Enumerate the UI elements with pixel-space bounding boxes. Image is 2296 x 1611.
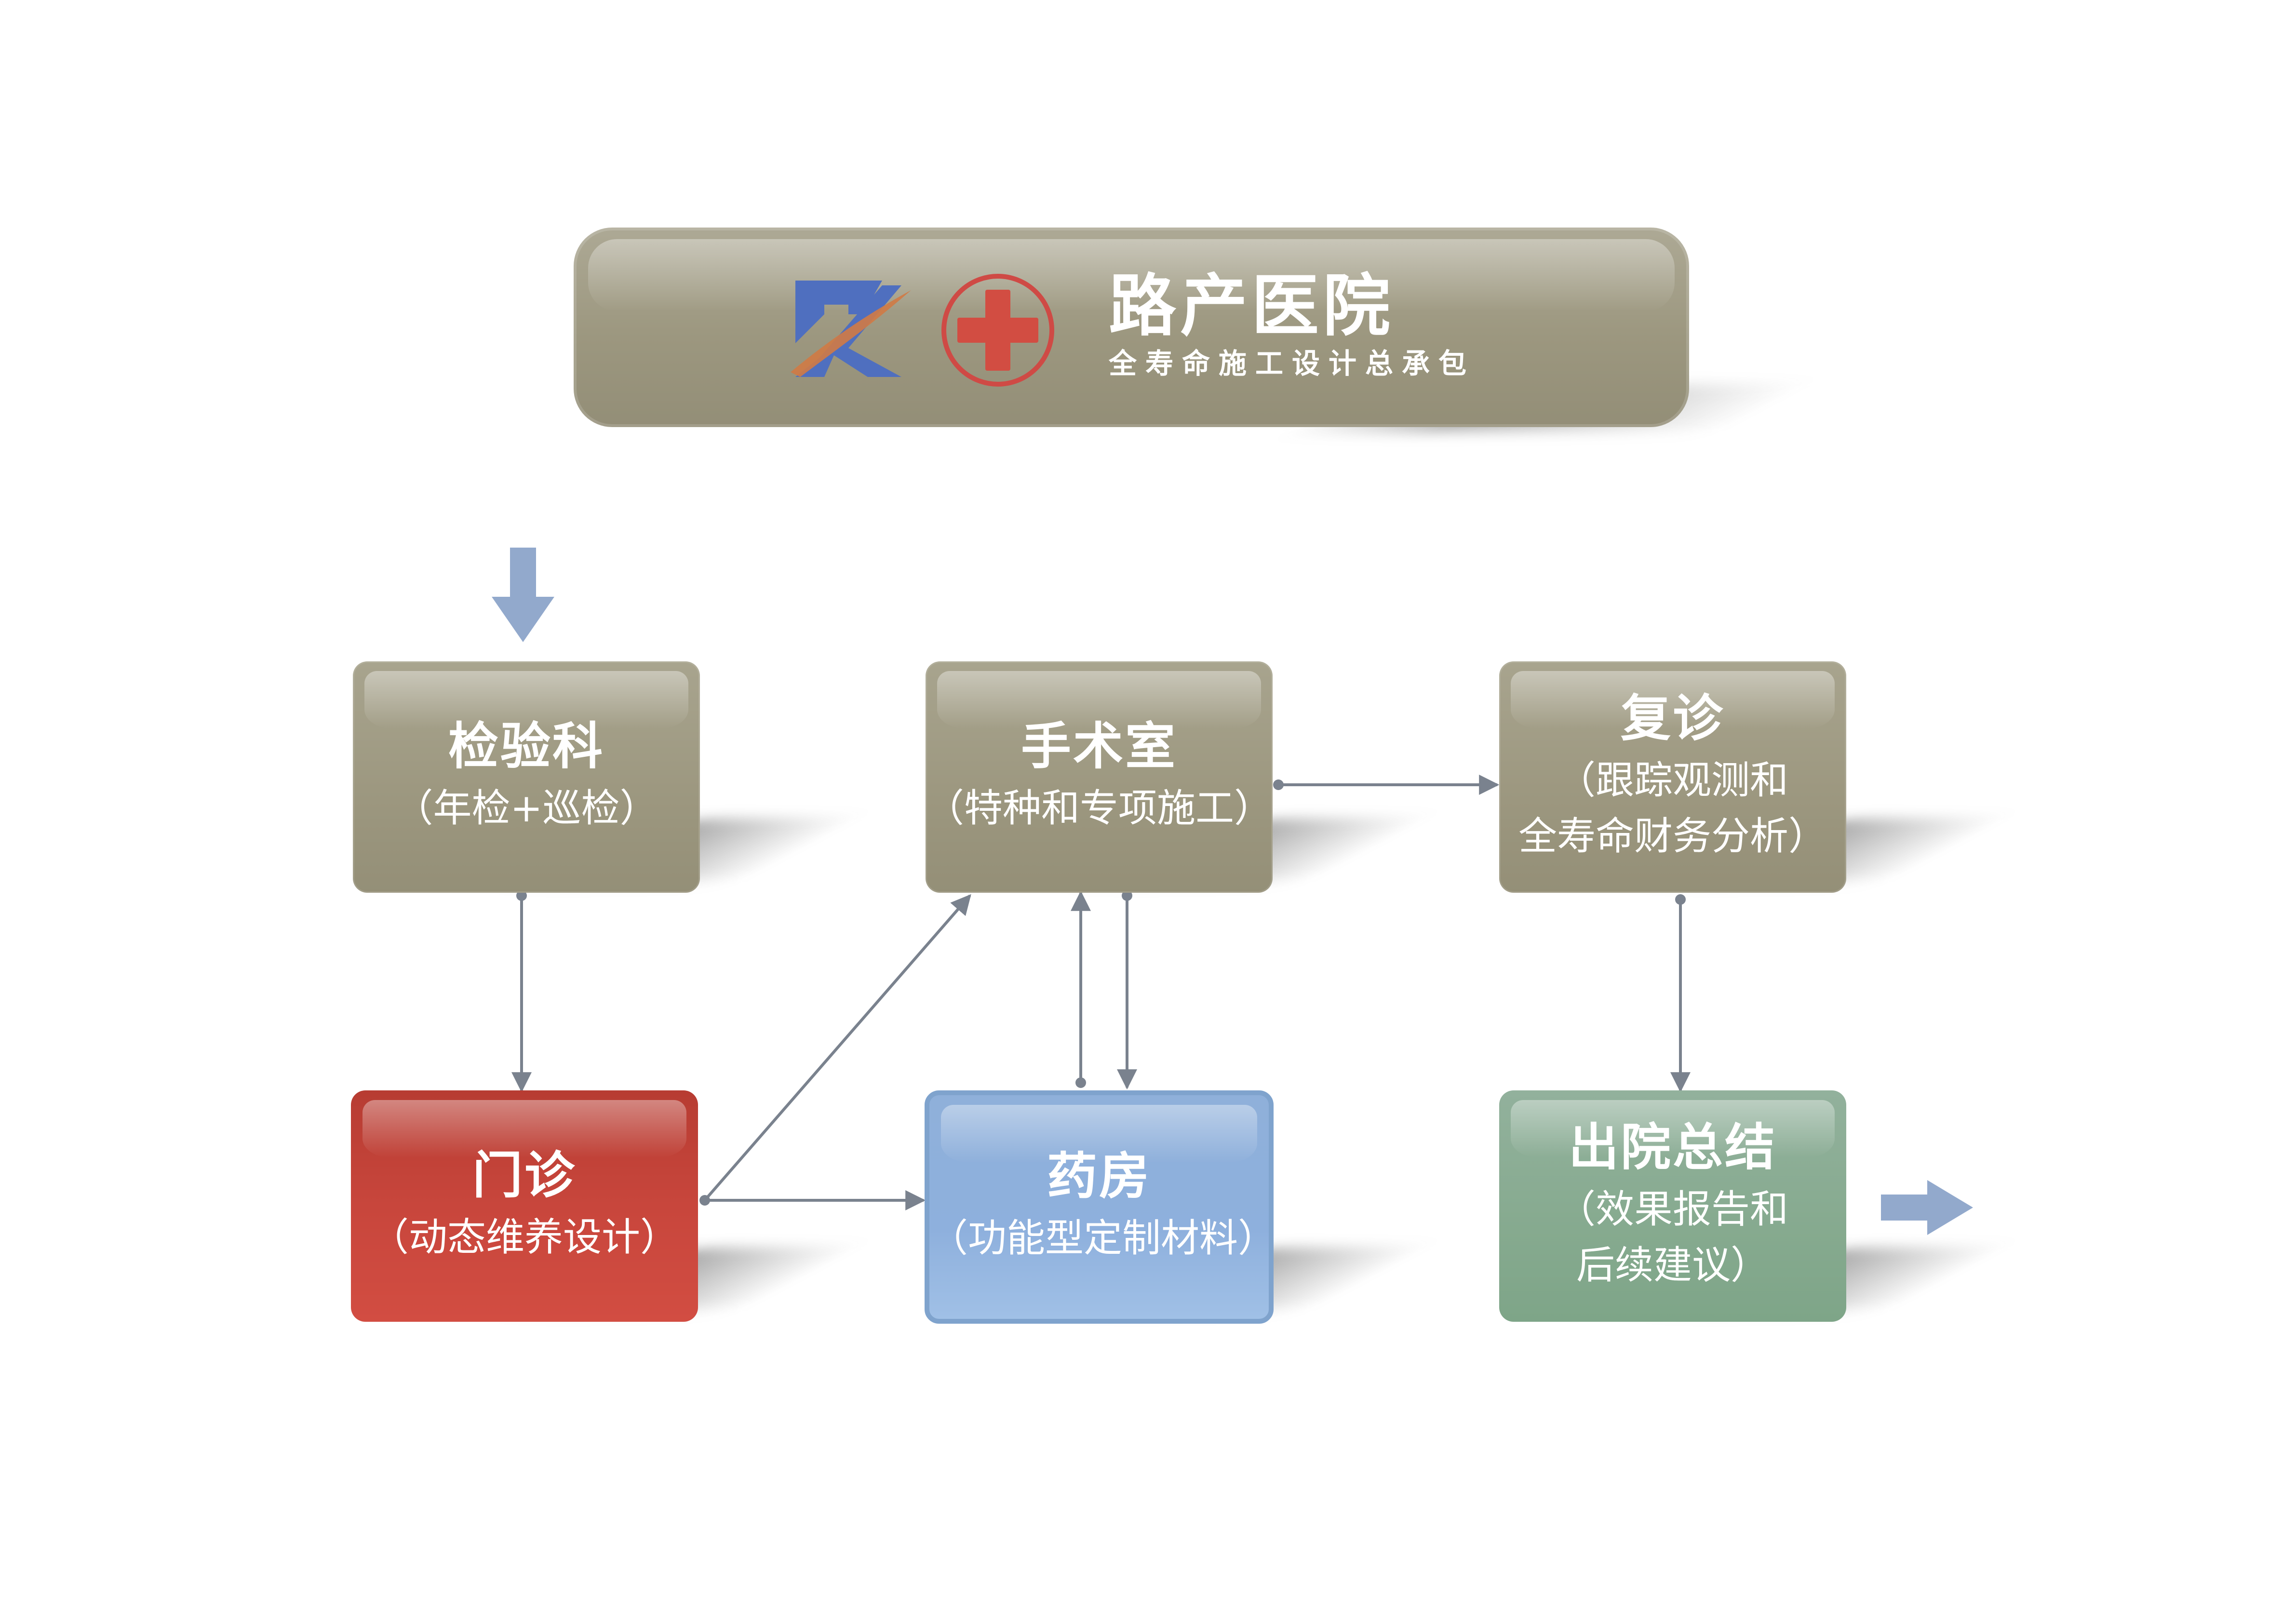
edge-shoushushi-fuzhen (1273, 775, 1500, 795)
entry-arrow-icon (492, 548, 554, 642)
edge-shoushushi-yaofang (1117, 890, 1137, 1090)
rk-logo-icon (791, 281, 911, 377)
node-chuyuan: 出院总结 （效果报告和 后续建议） (1499, 1090, 1846, 1322)
node-shoushushi: 手术室 （特种和专项施工） (926, 661, 1273, 893)
exit-arrow-icon (1881, 1180, 1973, 1235)
node-subtitle-line1: （跟踪观测和 (1557, 757, 1788, 803)
node-title: 出院总结 (1568, 1118, 1777, 1177)
page-title: 路产医院 (1109, 267, 1395, 346)
edge-fuzhen-chuyuan (1670, 894, 1691, 1093)
header-bar (574, 228, 1689, 427)
node-subtitle: （功能型定制材料） (929, 1215, 1274, 1261)
node-title: 检验科 (448, 717, 604, 776)
red-cross-icon (941, 274, 1054, 387)
node-title: 手术室 (1020, 717, 1177, 776)
node-jianyanke: 检验科 （年检+巡检） (353, 661, 700, 893)
node-subtitle-line2: 全寿命财务分析） (1518, 813, 1827, 859)
edge-yaofang-shoushushi (1071, 890, 1091, 1088)
page-subtitle: 全寿命施工设计总承包 (1109, 347, 1476, 380)
node-menzhen: 门诊 （动态维养设计） (351, 1090, 698, 1322)
node-title: 复诊 (1620, 689, 1725, 748)
node-subtitle: （特种和专项施工） (926, 785, 1273, 831)
edge-jianyanke-menzhen (511, 890, 532, 1093)
node-yaofang: 药房 （功能型定制材料） (925, 1090, 1274, 1324)
node-subtitle-line2: 后续建议） (1576, 1242, 1769, 1288)
node-fuzhen: 复诊 （跟踪观测和 全寿命财务分析） (1499, 661, 1846, 893)
node-subtitle: （年检+巡检） (394, 785, 658, 831)
node-title: 药房 (1047, 1147, 1151, 1206)
node-subtitle: （动态维养设计） (370, 1214, 679, 1260)
node-subtitle-line1: （效果报告和 (1557, 1186, 1788, 1232)
node-title: 门诊 (472, 1146, 577, 1205)
